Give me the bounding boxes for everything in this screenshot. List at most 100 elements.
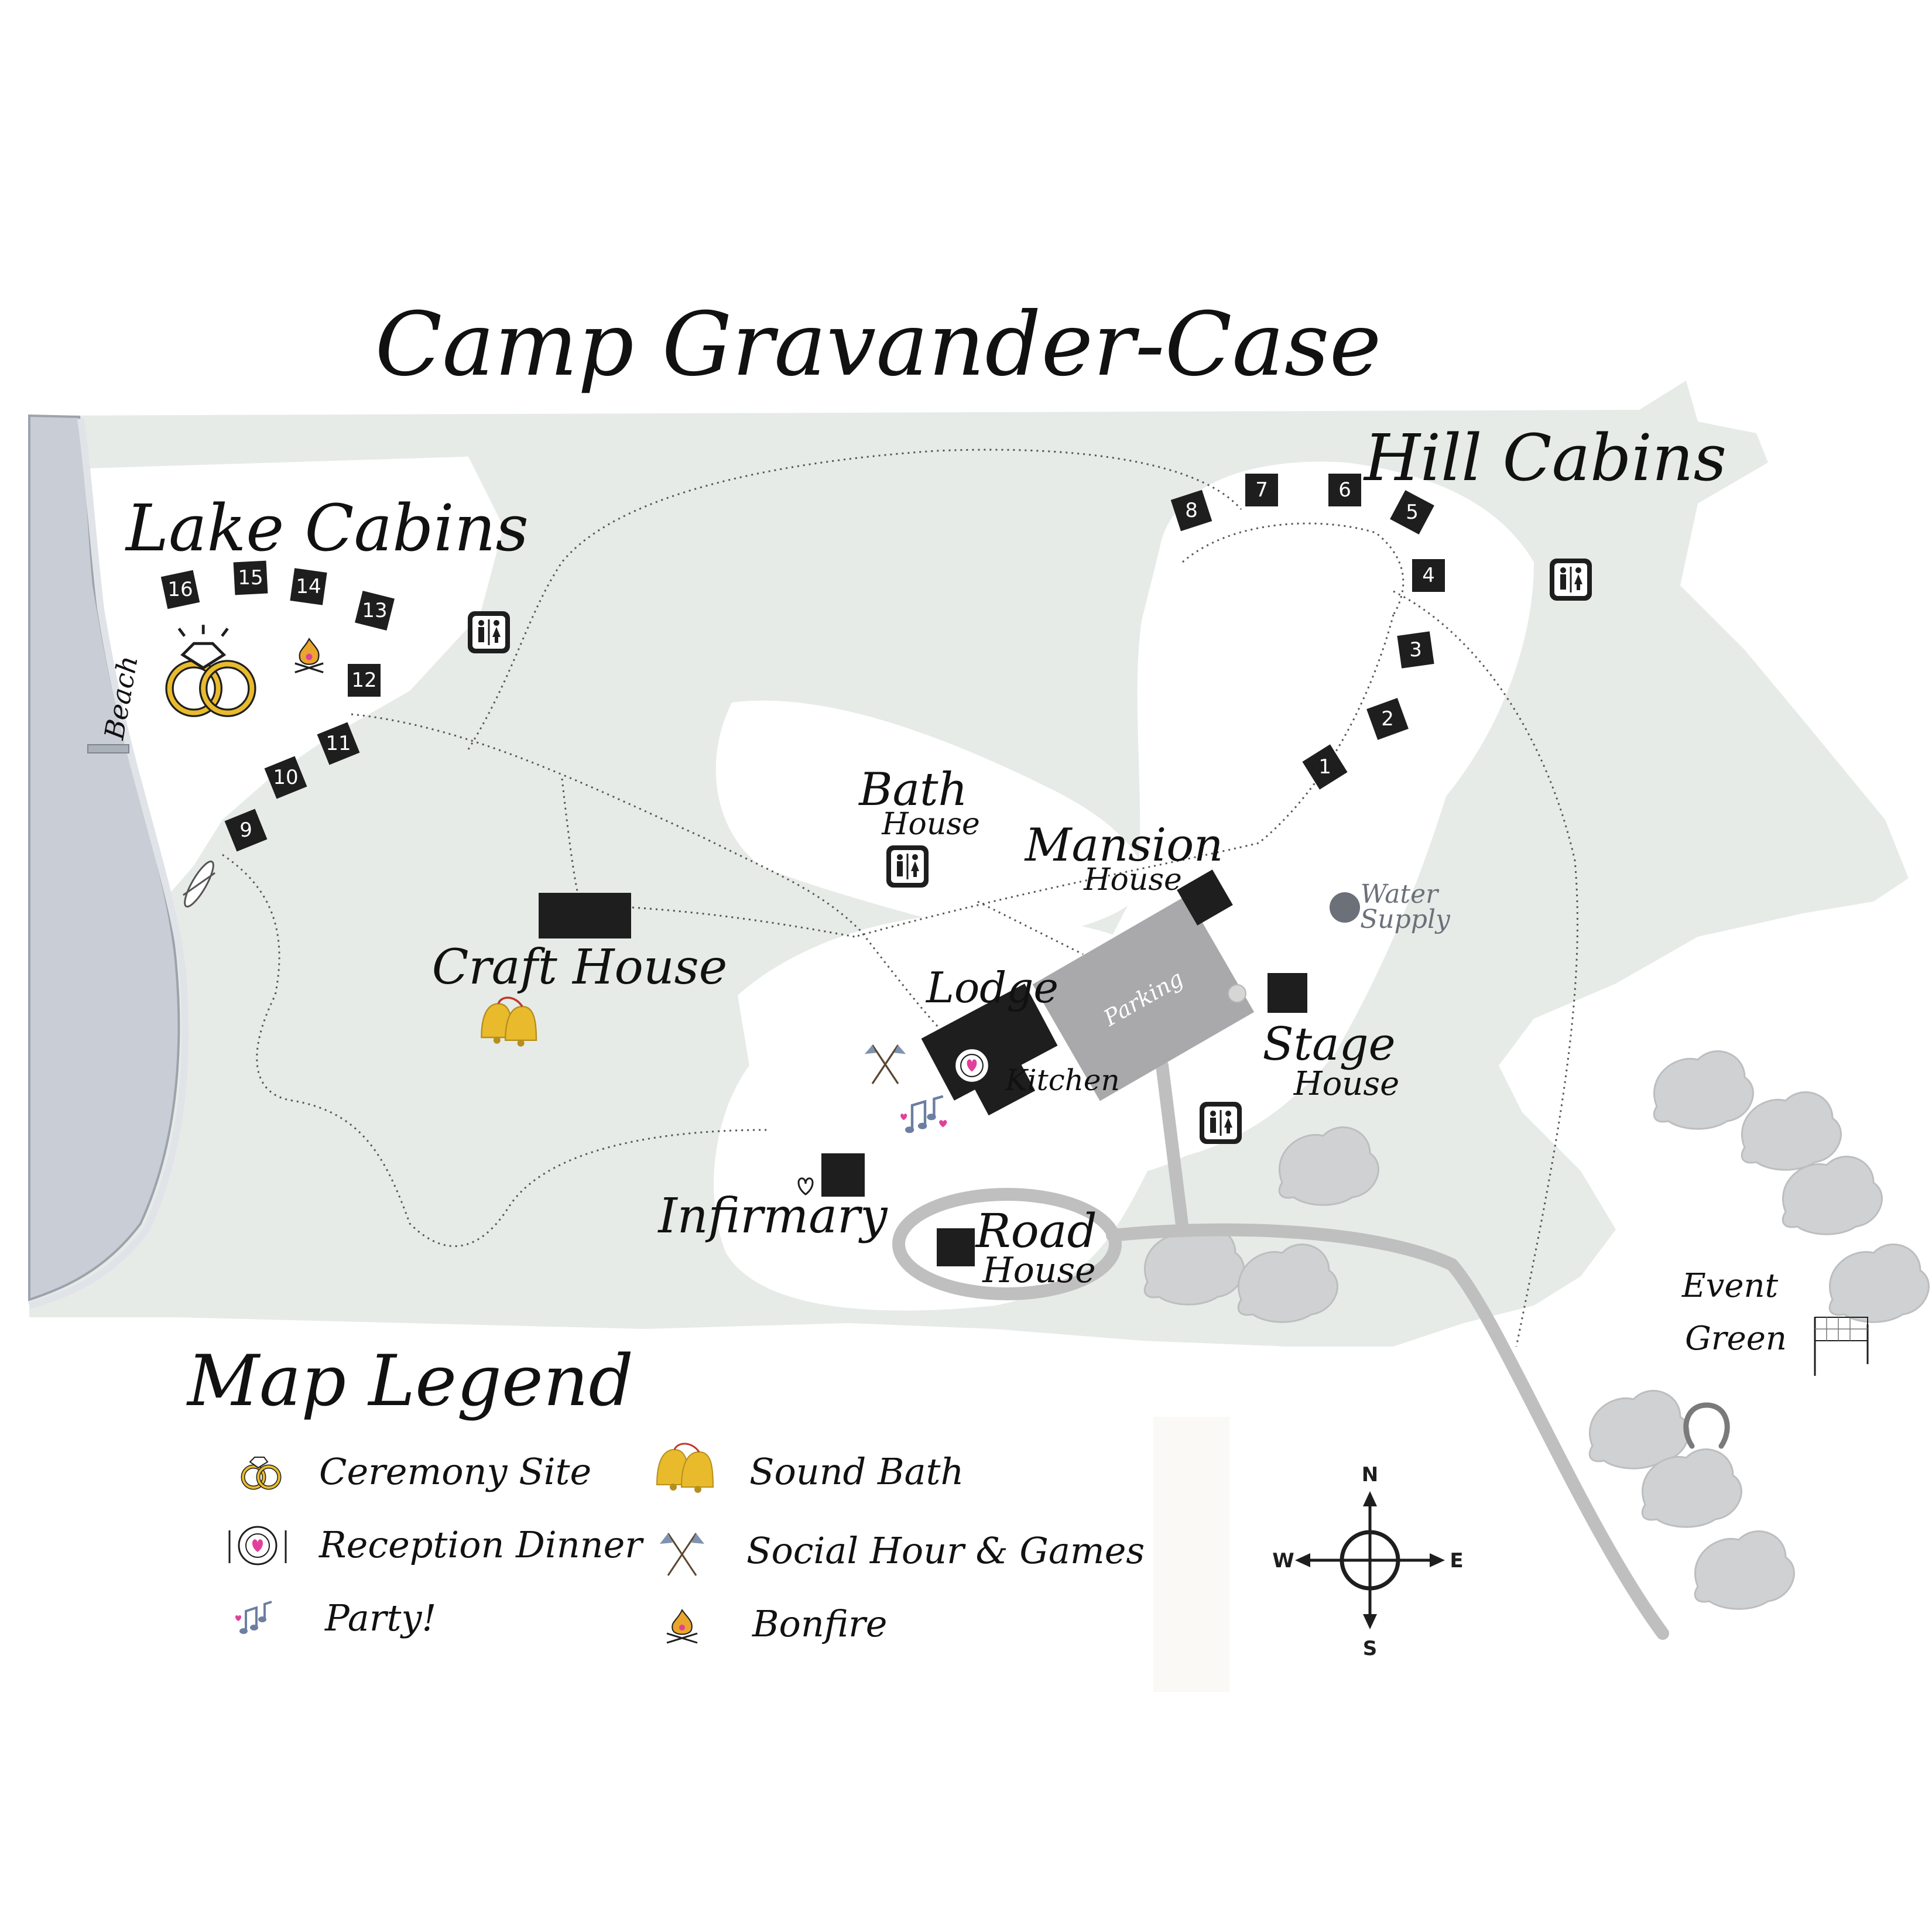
music-notes-icon[interactable] [900,1095,947,1133]
music-notes-icon [235,1601,272,1634]
compass-south: S [1363,1637,1378,1660]
stage-house-label-line2: House [1293,1065,1400,1103]
parking-lot[interactable]: Parking [1032,895,1255,1101]
infirmary-building[interactable] [821,1153,865,1197]
craft-house-building[interactable] [539,893,631,938]
cabin-number: 4 [1422,564,1435,587]
footpath [351,713,967,1055]
footpath [467,448,1242,750]
road-house-label-line2: House [982,1250,1095,1291]
horseshoe-icon[interactable] [1683,1402,1730,1449]
tree [1694,1530,1795,1610]
cabin-number: 13 [362,599,387,622]
footpath [561,778,581,902]
hill-cabin-6[interactable]: 6 [1328,474,1361,506]
compass-north: N [1362,1463,1378,1486]
footpath [222,854,768,1248]
legend-label-bonfire: Bonfire [752,1602,888,1645]
roads [892,1059,1669,1640]
footpath [977,900,1084,955]
plate-heart-icon[interactable] [954,1047,990,1084]
lake-cabin-15[interactable]: 15 [233,560,268,595]
road-house-loop [892,1188,1122,1300]
cabin-number: 5 [1406,501,1419,524]
kitchen-label: Kitchen [1005,1063,1119,1097]
stage-house-label-line1: Stage [1262,1018,1395,1071]
tree [1653,1050,1754,1130]
hill-cabin-4[interactable]: 4 [1412,559,1445,592]
road-house-building[interactable] [937,1228,975,1266]
paper-strip [1153,1417,1229,1692]
event-green-label-line2: Green [1685,1320,1787,1358]
heart-icon [797,1177,814,1195]
lake-cabin-11[interactable]: 11 [317,722,360,765]
water-supply-label-line1: Water [1361,879,1440,909]
compass-east: E [1450,1549,1463,1573]
volleyball-net-icon[interactable] [1814,1317,1869,1376]
crossed-flags-icon[interactable] [864,1044,906,1084]
lake-cabin-13[interactable]: 13 [355,591,395,631]
compass-rose: N S E W [1272,1463,1463,1660]
water-supply-marker[interactable] [1330,892,1360,923]
hill-cabin-1[interactable]: 1 [1302,744,1348,790]
footpaths [222,448,1578,1347]
restroom-icon-stage[interactable] [1198,1101,1243,1145]
cabin-number: 7 [1255,478,1268,502]
lake-cabin-12[interactable]: 12 [348,664,381,697]
cabin-number: 2 [1381,707,1394,731]
lake-cabin-10[interactable]: 10 [264,756,307,799]
hill-cabin-2[interactable]: 2 [1366,698,1409,740]
beach-strip [28,418,189,1309]
hill-cabin-7[interactable]: 7 [1245,474,1278,506]
restroom-icon-lake[interactable] [467,610,511,655]
cabin-number: 11 [326,732,351,755]
cabin-number: 1 [1318,755,1331,779]
lake-cabin-16[interactable]: 16 [160,570,200,609]
cabin-number: 6 [1338,478,1351,502]
compass-west: W [1272,1549,1294,1573]
tree [1278,1126,1379,1206]
cabin-number: 10 [273,766,298,789]
cabin-number: 12 [351,669,376,692]
cabin-number: 16 [167,578,193,601]
lake-cabin-9[interactable]: 9 [224,809,268,852]
lodge-label: Lodge [925,963,1059,1012]
tree [1782,1156,1883,1235]
tree [1741,1091,1842,1171]
lake-cabins: 16 15 14 13 12 11 109 [160,560,395,852]
dock [87,744,129,753]
legend-label-sound-bath: Sound Bath [749,1450,964,1493]
infirmary-label: Infirmary [657,1188,888,1244]
restroom-icon-hill[interactable] [1549,557,1593,602]
event-green-label-line1: Event [1681,1267,1779,1305]
legend-label-reception: Reception Dinner [318,1523,644,1566]
mansion-house-label-line2: House [1083,862,1182,898]
rings-icon[interactable] [165,625,256,717]
stage-house-building[interactable] [1268,973,1307,1013]
water-supply-label-line2: Supply [1360,905,1451,934]
cabin-number: 14 [296,575,321,598]
restroom-icon-bath-house[interactable] [885,844,930,889]
legend-label-social-hour: Social Hour & Games [746,1529,1145,1572]
bath-house-label-line2: House [881,807,980,842]
tree [1237,1244,1338,1323]
crossed-flags-icon [660,1533,704,1576]
bells-icon [656,1443,714,1493]
plate-heart-icon [228,1526,287,1566]
hill-cabins-label: Hill Cabins [1363,420,1727,495]
mansion-house-building[interactable] [1177,869,1233,926]
rings-icon [241,1457,282,1490]
hill-cabin-3[interactable]: 3 [1397,631,1434,669]
bells-icon[interactable] [481,996,537,1047]
hill-cabin-8[interactable]: 8 [1170,489,1212,532]
craft-house-label: Craft House [432,940,728,995]
bonfire-icon[interactable] [294,638,324,673]
road-house-label-line1: Road [974,1204,1097,1258]
lake-cabin-14[interactable]: 14 [290,568,327,605]
cabin-number: 15 [238,566,263,590]
cabin-number: 3 [1409,638,1422,662]
bonfire-icon [666,1608,698,1644]
hill-cabins: 8 7 6 5 4 3 2 1 [1170,474,1445,790]
hill-cabin-5[interactable]: 5 [1390,490,1434,535]
